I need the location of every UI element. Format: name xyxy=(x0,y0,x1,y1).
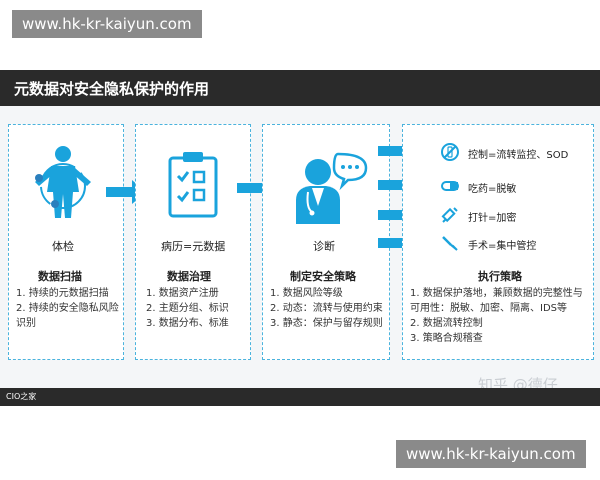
stage-list: 1. 持续的元数据扫描 2. 持续的安全隐私风险 识别 xyxy=(16,286,119,331)
treatment-item: 吃药=脱敏 xyxy=(440,176,590,198)
treatment-item: 手术=集中管控 xyxy=(440,233,590,255)
treatment-label: 控制=流转监控、SOD xyxy=(468,150,569,161)
title-banner: 元数据对安全隐私保护的作用 xyxy=(0,70,600,106)
stage-list: 1. 数据资产注册 2. 主题分组、标识 3. 数据分布、标准 xyxy=(146,286,229,331)
treatment-label: 吃药=脱敏 xyxy=(468,184,517,195)
person-body-icon xyxy=(29,142,97,222)
stage-label: 诊断 xyxy=(313,240,335,253)
list-item: 3. 策略合规稽查 xyxy=(410,333,483,344)
stage-label: 病历=元数据 xyxy=(161,240,226,253)
stage-list: 1. 数据风险等级 2. 动态：流转与使用约束 3. 静态：保护与留存规则 xyxy=(270,286,383,331)
treatment-item: 控制=流转监控、SOD xyxy=(440,142,590,164)
stage-title: 执行策略 xyxy=(478,270,522,283)
list-item: 2. 持续的安全隐私风险 xyxy=(16,303,119,314)
treatment-label: 打针=加密 xyxy=(468,213,517,224)
no-symbol-icon xyxy=(440,142,460,162)
list-item: 3. 数据分布、标准 xyxy=(146,318,229,329)
stage-title: 制定安全策略 xyxy=(290,270,356,283)
list-item: 可用性：脱敏、加密、隔离、IDS等 xyxy=(410,303,567,314)
list-item: 2. 数据流转控制 xyxy=(410,318,483,329)
list-item: 2. 动态：流转与使用约束 xyxy=(270,303,383,314)
stage-list: 1. 数据保护落地，兼顾数据的完整性与 可用性：脱敏、加密、隔离、IDS等 2.… xyxy=(410,286,583,346)
watermark-top: www.hk-kr-kaiyun.com xyxy=(12,10,202,38)
cio-logo: CIO之家 xyxy=(6,392,37,401)
doctor-icon xyxy=(292,150,370,230)
diagram-title: 元数据对安全隐私保护的作用 xyxy=(14,80,210,98)
pill-icon xyxy=(440,176,460,196)
list-item: 3. 静态：保护与留存规则 xyxy=(270,318,383,329)
list-item: 识别 xyxy=(16,318,36,329)
stage-panel-execution xyxy=(402,124,594,360)
watermark-bottom: www.hk-kr-kaiyun.com xyxy=(396,440,586,468)
scalpel-icon xyxy=(440,233,460,253)
list-item: 1. 数据保护落地，兼顾数据的完整性与 xyxy=(410,288,583,299)
list-item: 1. 数据风险等级 xyxy=(270,288,343,299)
list-item: 1. 数据资产注册 xyxy=(146,288,219,299)
syringe-icon xyxy=(440,205,460,225)
stage-panel-governance xyxy=(135,124,251,360)
footer-bar: CIO之家 xyxy=(0,388,600,406)
list-item: 1. 持续的元数据扫描 xyxy=(16,288,109,299)
treatment-item: 打针=加密 xyxy=(440,205,590,227)
treatment-label: 手术=集中管控 xyxy=(468,241,537,252)
stage-title: 数据治理 xyxy=(167,270,211,283)
clipboard-checklist-icon xyxy=(168,152,218,222)
stage-label: 体检 xyxy=(52,240,74,253)
list-item: 2. 主题分组、标识 xyxy=(146,303,229,314)
stage-title: 数据扫描 xyxy=(38,270,82,283)
